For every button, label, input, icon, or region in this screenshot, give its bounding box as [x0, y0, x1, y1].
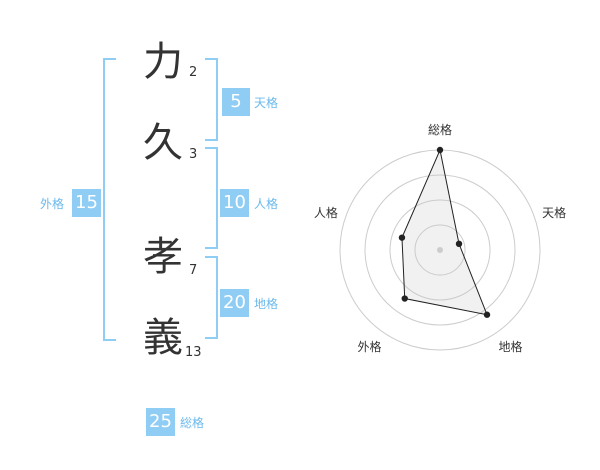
radar-center-dot — [437, 247, 443, 253]
radar-grid-ring — [414, 224, 466, 276]
radar-grid-ring — [389, 199, 491, 301]
name-char-1: 力 — [143, 39, 183, 85]
stroke-count-1: 2 — [189, 65, 198, 80]
radar-point-5 — [398, 234, 406, 241]
radar-axis-label-3: 地格 — [499, 339, 523, 354]
gaikaku-bracket — [103, 58, 116, 341]
radar-point-4 — [401, 295, 408, 302]
chikaku-score: 20 — [220, 289, 249, 317]
stroke-count-2: 3 — [189, 147, 198, 162]
jinkaku-score: 10 — [220, 189, 249, 217]
radar-axis-label-5: 人格 — [314, 205, 338, 220]
gaikaku-score: 15 — [72, 189, 101, 217]
radar-point-2 — [455, 240, 463, 248]
tenkaku-score: 5 — [222, 88, 250, 116]
soukaku-score: 25 — [146, 408, 175, 436]
stroke-count-4: 13 — [185, 345, 202, 360]
radar-axis-label-4: 外格 — [357, 339, 381, 354]
name-char-3: 孝 — [143, 234, 183, 280]
gaikaku-label: 外格 — [40, 197, 65, 211]
stroke-count-3: 7 — [189, 263, 198, 278]
jinkaku-bracket — [205, 147, 218, 249]
chikaku-label: 地格 — [254, 297, 279, 311]
name-char-2: 久 — [143, 120, 183, 166]
radar-point-1 — [436, 146, 444, 154]
soukaku-label: 総格 — [180, 416, 205, 430]
radar-point-3 — [483, 311, 491, 318]
radar-grid-ring — [364, 174, 516, 326]
radar-axis-label-2: 天格 — [542, 205, 566, 220]
radar-axis-label-1: 総格 — [428, 122, 452, 137]
chikaku-bracket — [205, 256, 218, 339]
name-char-4: 義 — [143, 315, 183, 361]
radar-series-shape — [401, 148, 488, 316]
jinkaku-label: 人格 — [254, 197, 279, 211]
tenkaku-bracket — [205, 58, 218, 141]
tenkaku-label: 天格 — [254, 96, 279, 110]
